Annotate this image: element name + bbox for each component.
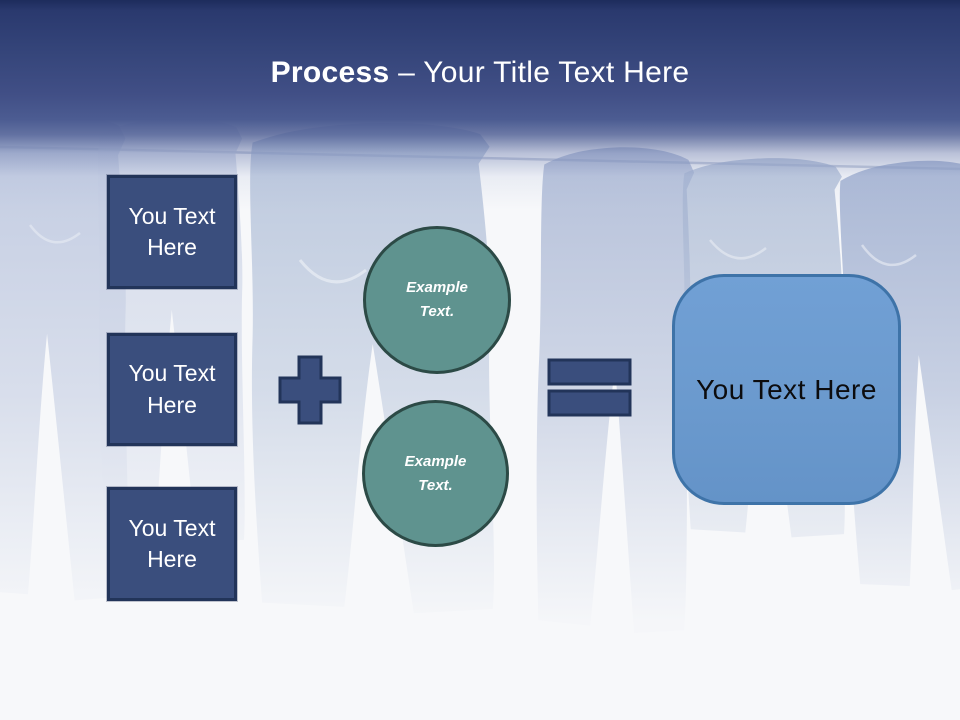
plus-icon (278, 355, 342, 430)
result-box-label: You Text Here (696, 373, 877, 405)
input-box-2-label: You Text Here (128, 360, 216, 418)
input-box-3[interactable]: You Text Here (107, 487, 237, 601)
input-box-1-label: You Text Here (128, 202, 216, 260)
example-circle-1-label: Example Text. (406, 279, 468, 320)
equals-icon (547, 358, 632, 422)
example-circle-2-label: Example Text. (404, 452, 467, 494)
input-box-3-label: You Text Here (128, 514, 216, 572)
input-box-2[interactable]: You Text Here (107, 333, 237, 446)
example-circle-1[interactable]: Example Text. (363, 226, 511, 374)
title-rest: – Your Title Text Here (398, 56, 690, 89)
input-box-1[interactable]: You Text Here (107, 175, 237, 289)
result-box[interactable]: You Text Here (672, 274, 901, 505)
example-circle-2[interactable]: Example Text. (362, 400, 509, 547)
page-title[interactable]: Process – Your Title Text Here (0, 56, 960, 90)
title-emphasis: Process (270, 56, 390, 89)
